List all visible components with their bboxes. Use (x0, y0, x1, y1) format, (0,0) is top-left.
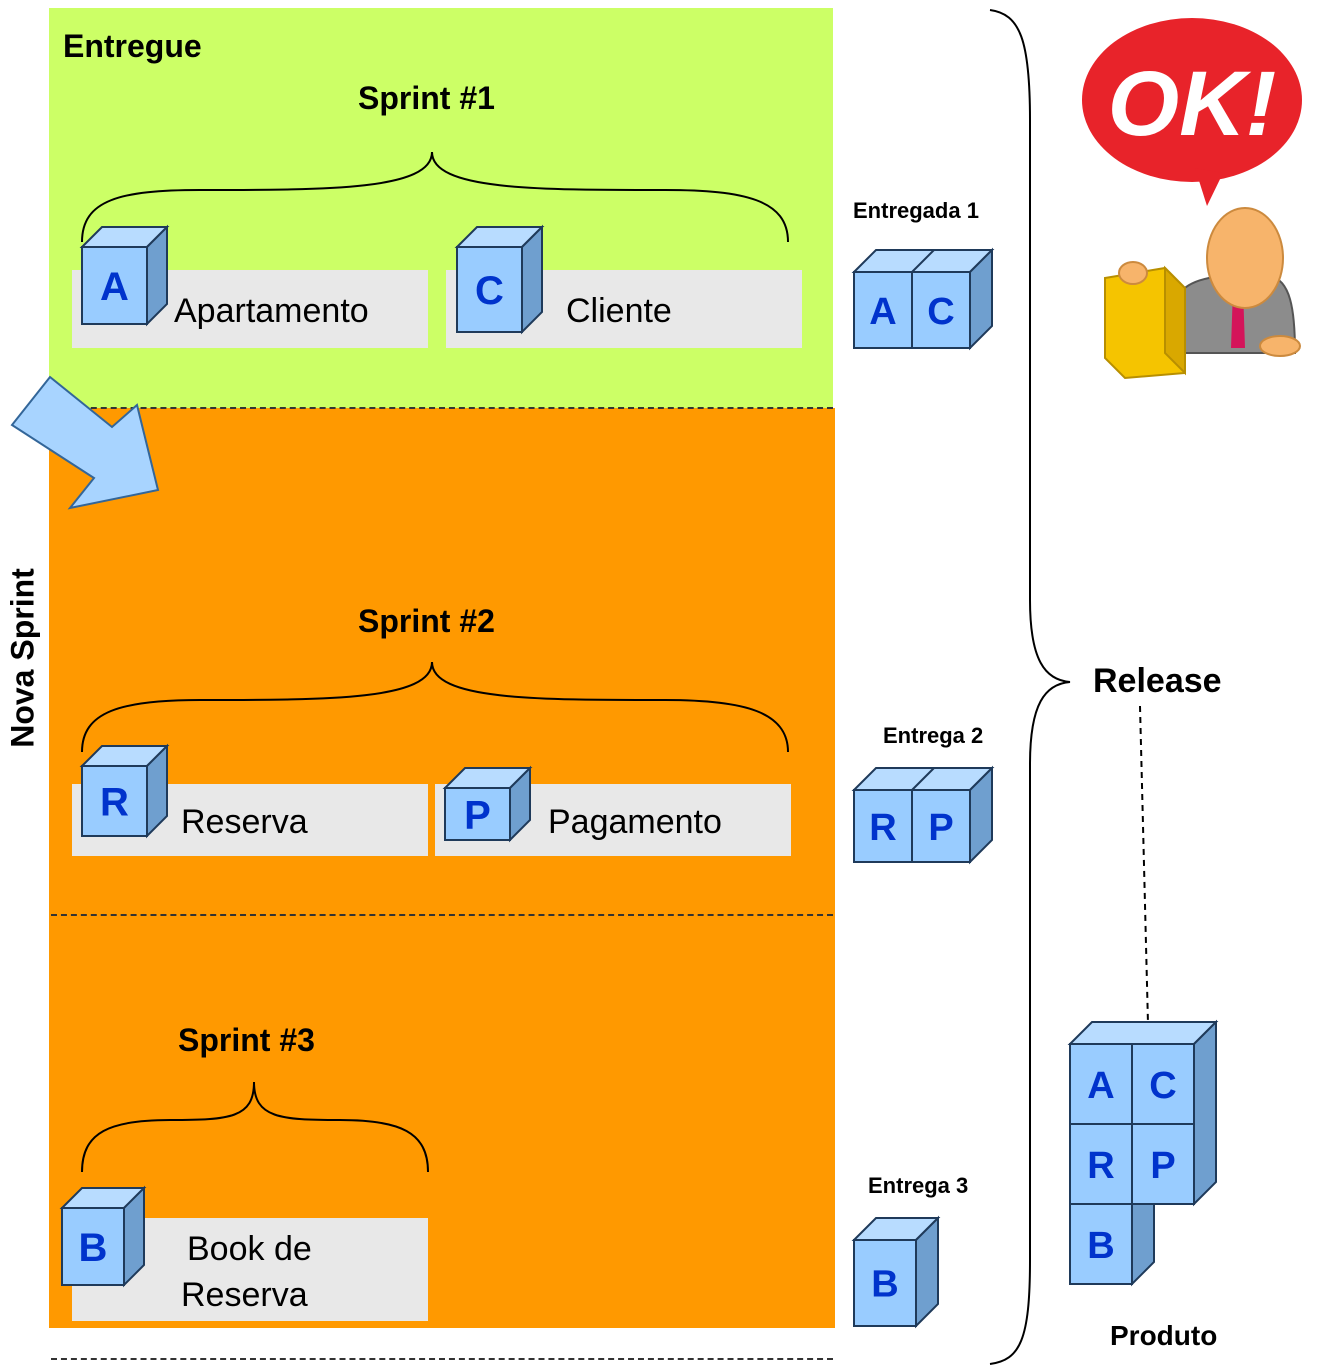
feature-cube-a-front (81, 246, 148, 325)
product-cube-r-letter: R (1087, 1145, 1114, 1187)
delivery-1-block-letter-2: C (927, 291, 954, 333)
next-sprint-arrow (10, 375, 160, 510)
separator-line-3 (51, 1358, 833, 1360)
ok-speech-bubble: OK! (1082, 18, 1302, 206)
delivery-2-block-letter-1: R (869, 807, 896, 849)
sprint-1-title: Sprint #1 (358, 80, 495, 116)
feature-name-book-line2: Reserva (181, 1276, 308, 1314)
ok-approval-illustration: OK! (1082, 18, 1302, 380)
delivery-1-block-seam (911, 249, 935, 273)
feature-cube-b-letter: B (79, 1226, 108, 1270)
feature-cube-b-front (61, 1207, 125, 1286)
product-cube-c-letter: C (1149, 1065, 1176, 1107)
separator-line-2 (51, 914, 833, 916)
product-cube-a-letter: A (1087, 1065, 1114, 1107)
separator-line-1 (51, 407, 833, 409)
delivery-2-label: Entrega 2 (883, 723, 984, 748)
ok-badge-text: OK! (1108, 53, 1277, 155)
feature-name-pagamento: Pagamento (548, 803, 722, 841)
product-side-upper (1193, 1019, 1217, 1207)
product-cube-b-front (1069, 1203, 1133, 1285)
delivery-1-label: Entregada 1 (853, 198, 979, 223)
feature-cube-c-front (456, 246, 523, 333)
delivery-3-block-letter: B (871, 1264, 898, 1306)
product-cube-p-front (1131, 1123, 1195, 1205)
sprint-3-brace (81, 1081, 429, 1173)
sprint-panel (49, 408, 835, 1328)
release-label: Release (1093, 662, 1222, 700)
delivery-2-block-seam (911, 767, 935, 791)
feature-cube-c-letter: C (475, 269, 504, 313)
feature-name-cliente: Cliente (566, 292, 672, 330)
delivery-3-block-front (853, 1239, 917, 1327)
product-cube-b-letter: B (1087, 1225, 1114, 1267)
delivery-3-label: Entrega 3 (868, 1173, 969, 1198)
feature-name-book-line1: Book de (187, 1230, 312, 1268)
delivery-2-block-front-2 (911, 789, 971, 863)
delivered-label: Entregue (63, 28, 202, 64)
feature-cube-p-front (444, 787, 511, 841)
feature-name-apartamento: Apartamento (174, 292, 369, 330)
sprint-2-title: Sprint #2 (358, 603, 495, 639)
feature-cube-r-front (81, 765, 148, 837)
sprint-1-brace (81, 151, 789, 243)
sprint-2-brace (81, 661, 789, 753)
sprint-3-title: Sprint #3 (178, 1022, 315, 1058)
feature-cube-r-letter: R (100, 780, 129, 824)
feature-cube-c-side (521, 224, 543, 335)
feature-cube-a-letter: A (100, 265, 129, 309)
delivery-1-block-letter-1: A (869, 291, 896, 333)
product-top (1067, 1021, 1219, 1045)
delivery-1-block-front-2 (911, 271, 971, 349)
feature-cube-p-letter: P (464, 793, 491, 837)
delivery-2-block-letter-2: P (928, 807, 953, 849)
person-icon (1104, 207, 1301, 380)
feature-name-reserva: Reserva (181, 803, 308, 841)
product-label: Produto (1110, 1320, 1218, 1351)
product-cube-p-letter: P (1150, 1145, 1175, 1187)
